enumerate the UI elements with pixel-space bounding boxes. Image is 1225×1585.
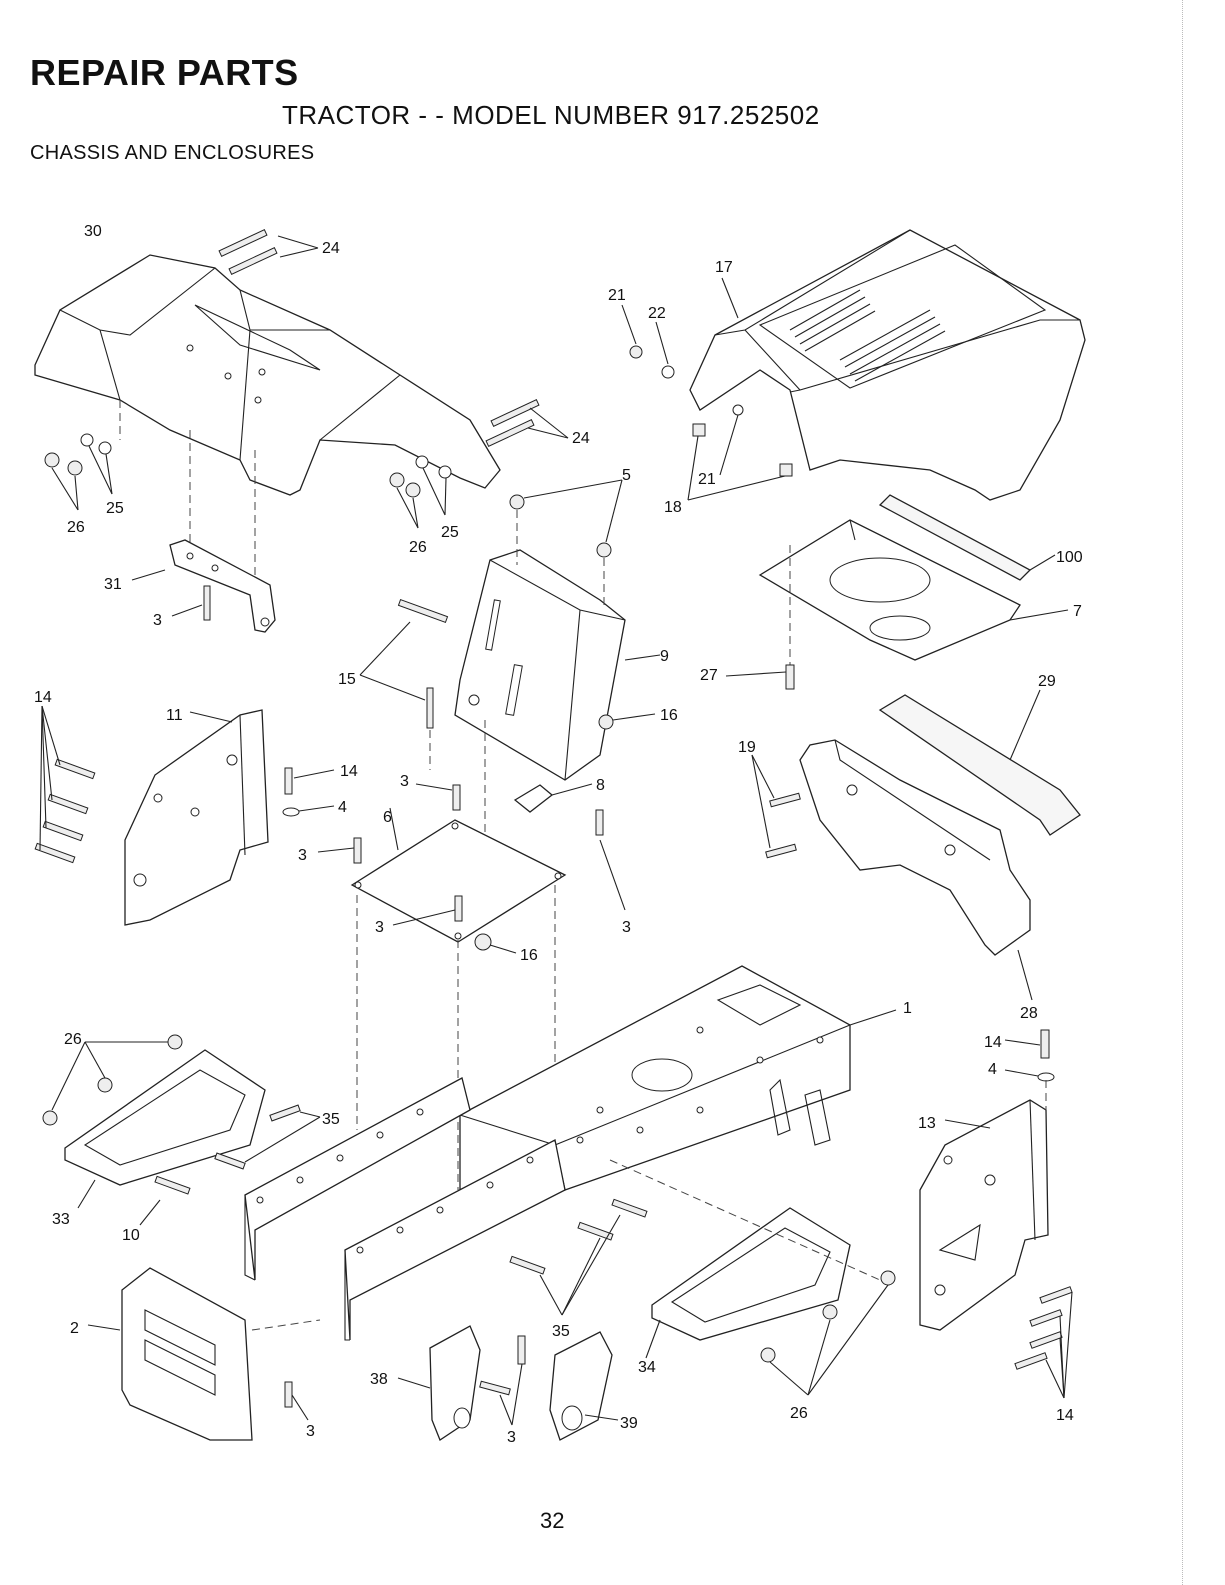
nuts-washers-left — [45, 434, 112, 510]
bolts-24-upper — [219, 230, 318, 275]
callout-22: 22 — [648, 305, 666, 322]
bolts-19 — [752, 755, 800, 858]
callout-5: 5 — [622, 467, 631, 484]
callout-3: 3 — [306, 1423, 315, 1440]
bolts-15 — [360, 600, 448, 728]
callout-11: 11 — [166, 707, 183, 724]
nut-16-upper — [599, 714, 655, 729]
callout-13: 13 — [918, 1115, 936, 1132]
callout-26: 26 — [790, 1405, 808, 1422]
callout-1: 1 — [903, 1000, 912, 1017]
callout-25: 25 — [441, 524, 459, 541]
part-9-dash-panel — [455, 480, 660, 780]
callout-31: 31 — [104, 576, 122, 593]
callout-27: 27 — [700, 667, 718, 684]
callout-26: 26 — [409, 539, 427, 556]
callout-25: 25 — [106, 500, 124, 517]
callout-16: 16 — [520, 947, 538, 964]
frame-rail-right — [345, 1140, 565, 1340]
callout-34: 34 — [638, 1359, 656, 1376]
callout-3: 3 — [622, 919, 631, 936]
nut-16-lower — [475, 934, 516, 953]
callout-3: 3 — [153, 612, 162, 629]
callout-18: 18 — [664, 499, 682, 516]
callout-29: 29 — [1038, 673, 1056, 690]
callout-3: 3 — [507, 1429, 516, 1446]
callout-16: 16 — [660, 707, 678, 724]
callout-4: 4 — [338, 799, 347, 816]
callout-24: 24 — [572, 430, 590, 447]
part-2-bracket — [88, 1268, 308, 1440]
callout-33: 33 — [52, 1211, 70, 1228]
callout-14: 14 — [984, 1034, 1002, 1051]
callout-38: 38 — [370, 1371, 388, 1388]
part-7-panel — [726, 520, 1068, 689]
callout-100: 100 — [1056, 549, 1083, 566]
callout-8: 8 — [596, 777, 605, 794]
bolts-14-right — [1015, 1287, 1072, 1398]
part-34-footrest — [646, 1208, 895, 1395]
bolts-24-lower — [486, 400, 568, 447]
callout-14: 14 — [340, 763, 358, 780]
bolt-14-washer-4-right — [1005, 1030, 1054, 1081]
callout-15: 15 — [338, 671, 356, 688]
callout-39: 39 — [620, 1415, 638, 1432]
callout-35: 35 — [322, 1111, 340, 1128]
callout-26: 26 — [64, 1031, 82, 1048]
bolts-14-left — [35, 706, 95, 863]
callout-10: 10 — [122, 1227, 140, 1244]
callout-3: 3 — [375, 919, 384, 936]
part-8-clip — [515, 784, 592, 812]
callout-3: 3 — [400, 773, 409, 790]
callout-14: 14 — [34, 689, 52, 706]
callout-17: 17 — [715, 259, 733, 276]
callout-9: 9 — [660, 648, 669, 665]
callout-7: 7 — [1073, 603, 1082, 620]
callout-19: 19 — [738, 739, 756, 756]
callout-4: 4 — [988, 1061, 997, 1078]
callout-21: 21 — [608, 287, 626, 304]
callout-35: 35 — [552, 1323, 570, 1340]
callout-14: 14 — [1056, 1407, 1074, 1424]
callout-3: 3 — [298, 847, 307, 864]
part-6-plate — [352, 808, 565, 942]
bolt-14-washer-4 — [283, 768, 334, 816]
callout-28: 28 — [1020, 1005, 1038, 1022]
callout-30: 30 — [84, 223, 102, 240]
part-11-side-plate — [125, 710, 268, 925]
callout-6: 6 — [383, 809, 392, 826]
part-13-side-plate — [920, 1100, 1048, 1330]
page-number: 32 — [540, 1508, 564, 1534]
nuts-washers-right — [390, 456, 451, 528]
callout-24: 24 — [322, 240, 340, 257]
part-17-hood — [690, 230, 1085, 500]
part-38-bracket — [398, 1326, 480, 1440]
part-39-bracket — [550, 1332, 618, 1440]
callout-2: 2 — [70, 1320, 79, 1337]
callout-26: 26 — [67, 519, 85, 536]
part-30-fender — [35, 255, 500, 495]
callout-21: 21 — [698, 471, 716, 488]
